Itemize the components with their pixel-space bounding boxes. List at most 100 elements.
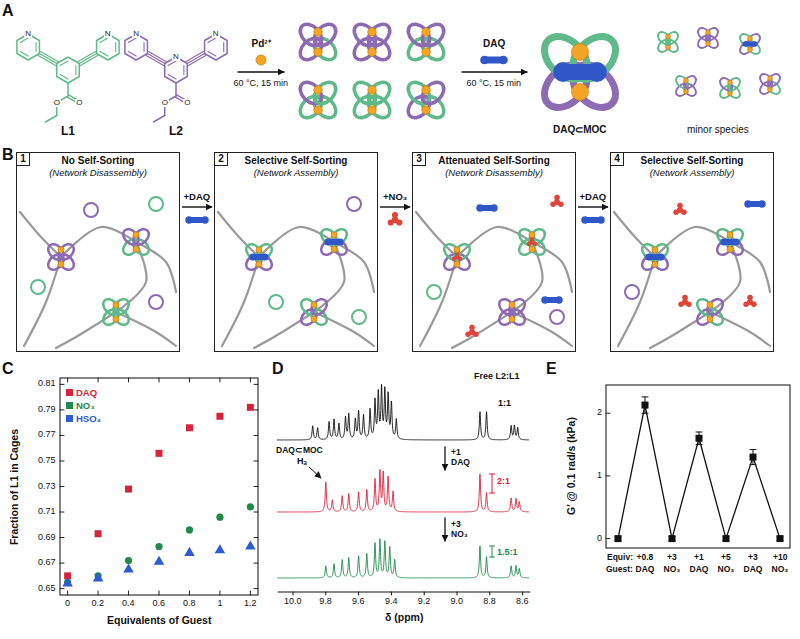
data-point [669, 535, 676, 542]
data-point [62, 577, 73, 586]
polymer-strand [710, 312, 770, 346]
pd-ion [728, 80, 733, 85]
daq-end [658, 253, 665, 260]
atom-label: O [75, 99, 83, 107]
step-arrow [444, 518, 445, 541]
atom-label: N [104, 30, 112, 38]
ratio-label: 1:1 [498, 398, 511, 408]
daq-end [587, 62, 607, 82]
cage-label: DAQ⊂MOC [553, 124, 607, 136]
bond [183, 65, 184, 74]
bond [223, 42, 224, 51]
error-bar [642, 413, 648, 414]
pd-ion [529, 232, 535, 238]
bond [188, 55, 205, 65]
ligand-loop [682, 74, 699, 91]
data-point [125, 557, 132, 564]
polymer-strand [20, 212, 61, 257]
polymer-strand [116, 242, 147, 312]
bond [60, 75, 68, 80]
tick-mark [254, 588, 258, 589]
line-chart [606, 385, 790, 548]
pd-ion [509, 316, 515, 322]
state-subtitle: (Network Assembly) [215, 167, 377, 179]
pd-ion [256, 261, 262, 267]
daq-body [477, 205, 497, 211]
bond [80, 55, 97, 65]
nitrate-guest [673, 203, 686, 215]
tick-label: 1.2 [244, 598, 257, 608]
tick-mark [358, 592, 359, 595]
ligand-structure [125, 34, 227, 122]
bond [100, 38, 108, 43]
ligand-loop [130, 226, 151, 247]
ligand-loop [726, 76, 743, 93]
cage-icon [243, 241, 275, 273]
panel-letter: E [546, 360, 557, 378]
axis-title: δ (ppm) [385, 611, 423, 623]
tick-mark [254, 384, 258, 385]
ligand-loop [308, 296, 329, 317]
tick-mark [219, 378, 220, 382]
bond [147, 54, 164, 64]
daq-guest [645, 253, 664, 260]
pd-ion [422, 86, 431, 95]
nitrate-lobe [388, 219, 394, 225]
state-title: Selective Self-Sorting [611, 154, 773, 167]
tick-mark [67, 378, 68, 382]
nitrate-lobe [558, 201, 564, 207]
aromatic-ring [57, 57, 80, 83]
table-cell: NO₃ [664, 565, 681, 575]
tick-label: 9.2 [418, 596, 431, 606]
legend-label: HSO₄ [76, 413, 101, 424]
tick-mark [98, 591, 99, 595]
polymer-strand [416, 212, 457, 257]
atom-label: O [161, 99, 169, 107]
data-point [615, 535, 622, 542]
daq-body [745, 201, 765, 207]
pd-ion [509, 302, 515, 308]
tick-mark [254, 563, 258, 564]
edge-label: +DAQ [183, 192, 212, 203]
scatter-chart [60, 378, 258, 595]
network-illustration [218, 197, 374, 348]
bond [115, 42, 116, 51]
tick-label: 9.0 [451, 596, 464, 606]
daq-body [743, 42, 757, 46]
error-bar [696, 432, 702, 433]
reagent-label: DAQ [483, 38, 505, 50]
bond [60, 61, 68, 66]
nitrate-lobe [458, 257, 462, 261]
pd-ion [684, 89, 689, 94]
bond [168, 61, 176, 66]
daq-body [582, 217, 604, 223]
transition-arrow [578, 206, 608, 207]
tick-label: 0 [597, 533, 602, 543]
table-cell: +10 [773, 553, 787, 563]
nitrate-lobe [751, 301, 757, 307]
tick-label: 0.8 [183, 598, 196, 608]
bond [78, 52, 95, 62]
daq-guest [185, 216, 208, 223]
data-point [245, 540, 256, 549]
nitrate-lobe [396, 219, 402, 225]
tick-mark [159, 378, 160, 382]
daq-guest [480, 56, 508, 65]
state-panel: 4Selective Self-Sorting(Network Assembly… [610, 152, 774, 352]
tick-mark [60, 486, 64, 487]
daq-guest [581, 216, 604, 223]
ligand-loop [110, 296, 131, 317]
ratio-bracket [490, 546, 495, 547]
ratio-label: 2:1 [497, 476, 510, 486]
tick-mark [489, 592, 490, 595]
polymer-strand [614, 212, 655, 257]
daq-end [185, 216, 192, 223]
pd-ion [727, 246, 733, 252]
state-subtitle: (Network Disassembly) [17, 167, 179, 179]
data-point [750, 454, 757, 461]
pd-ion [58, 261, 64, 267]
daq-end [733, 238, 740, 245]
daq-end [249, 253, 256, 260]
ligand-loop [310, 20, 340, 50]
pd-ion [368, 86, 377, 95]
